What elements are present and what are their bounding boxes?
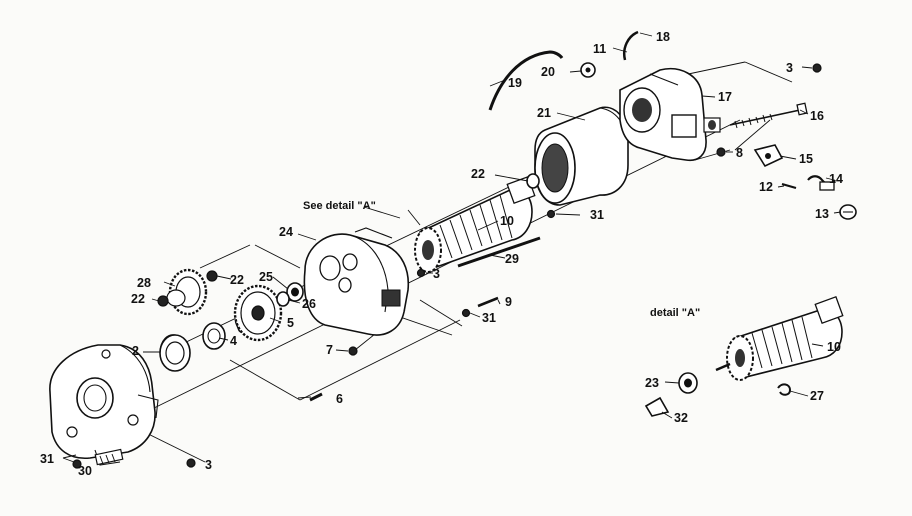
callout-3-right: 3 [786,61,793,75]
gear-case-housing [49,344,159,466]
callout-12: 12 [759,180,773,194]
callout-24: 24 [279,225,293,239]
pin-6 [309,392,323,402]
callout-8: 8 [736,146,743,160]
callout-28: 28 [137,276,151,290]
detail-armature [715,296,844,381]
callout-5: 5 [287,316,294,330]
callout-13: 13 [815,207,829,221]
callout-32: 32 [674,411,688,425]
callout-11: 11 [593,42,606,56]
screw-12 [781,182,797,190]
brush-cap-13 [839,204,857,220]
callout-14: 14 [829,172,843,186]
lead-wire-19 [488,50,564,111]
callout-16: 16 [810,109,824,123]
callout-26: 26 [302,297,316,311]
callout-7: 7 [326,343,333,357]
callout-22-mid: 22 [230,273,244,287]
callout-4: 4 [230,334,237,348]
callout-30: 30 [78,464,92,478]
motor-housing-17 [619,68,721,162]
callout-9: 9 [505,295,512,309]
brush-spring-14 [807,175,836,191]
field-21 [534,106,629,206]
detail-a-title: detail "A" [650,307,700,319]
screw-31-low [461,308,471,318]
detail-bearing-23 [678,372,698,394]
washer-22-left [206,270,218,282]
screw-16 [729,102,808,129]
brush-holder-15 [753,144,784,168]
callout-18: 18 [656,30,670,44]
detail-washer-32 [644,396,670,417]
screw-7 [348,346,358,356]
armature-10 [414,176,536,273]
screw-31-mid [546,209,556,219]
callout-19: 19 [508,76,522,90]
screw-9 [477,296,499,308]
nut-20 [580,62,596,78]
callout-3-mid: 3 [433,267,440,281]
callout-2: 2 [132,344,139,358]
callout-17: 17 [718,90,732,104]
callout-25: 25 [259,270,273,284]
screw-3-low [186,458,196,468]
callout-labels: 31 30 2 4 5 6 7 28 22 22 25 26 24 3 31 9… [40,30,843,478]
spacer-26 [276,291,290,307]
spindle-gear-5 [233,284,283,342]
callout-15: 15 [799,152,813,166]
screw-3-right [812,63,822,73]
bearing-2 [159,334,191,372]
screw-8 [716,147,726,157]
callout-6: 6 [336,392,343,406]
callout-10-detail: 10 [827,340,841,354]
callout-23: 23 [645,376,659,390]
screw-3-mid [416,268,426,278]
gear-plate-24 [303,227,410,336]
callout-31-mid: 31 [590,208,604,222]
detail-clip-27 [777,383,792,396]
bearing-25 [286,282,304,302]
washer-22-right [526,173,540,189]
lead-wire-11 [623,30,639,61]
callout-27: 27 [810,389,824,403]
intermediate-gear-28 [157,268,208,316]
callout-22-left: 22 [131,292,145,306]
bearing-4 [202,322,226,350]
callout-29: 29 [505,252,519,266]
callout-22-right: 22 [471,167,485,181]
callout-31-left: 31 [40,452,54,466]
callout-20: 20 [541,65,555,79]
screw-30 [72,459,82,469]
see-detail-caption: See detail "A" [303,200,376,212]
callout-21: 21 [537,106,551,120]
pin-29 [457,236,541,268]
callout-10: 10 [500,214,514,228]
callout-31-low: 31 [482,311,496,325]
callout-3-low: 3 [205,458,212,472]
leader-lines [62,32,842,463]
